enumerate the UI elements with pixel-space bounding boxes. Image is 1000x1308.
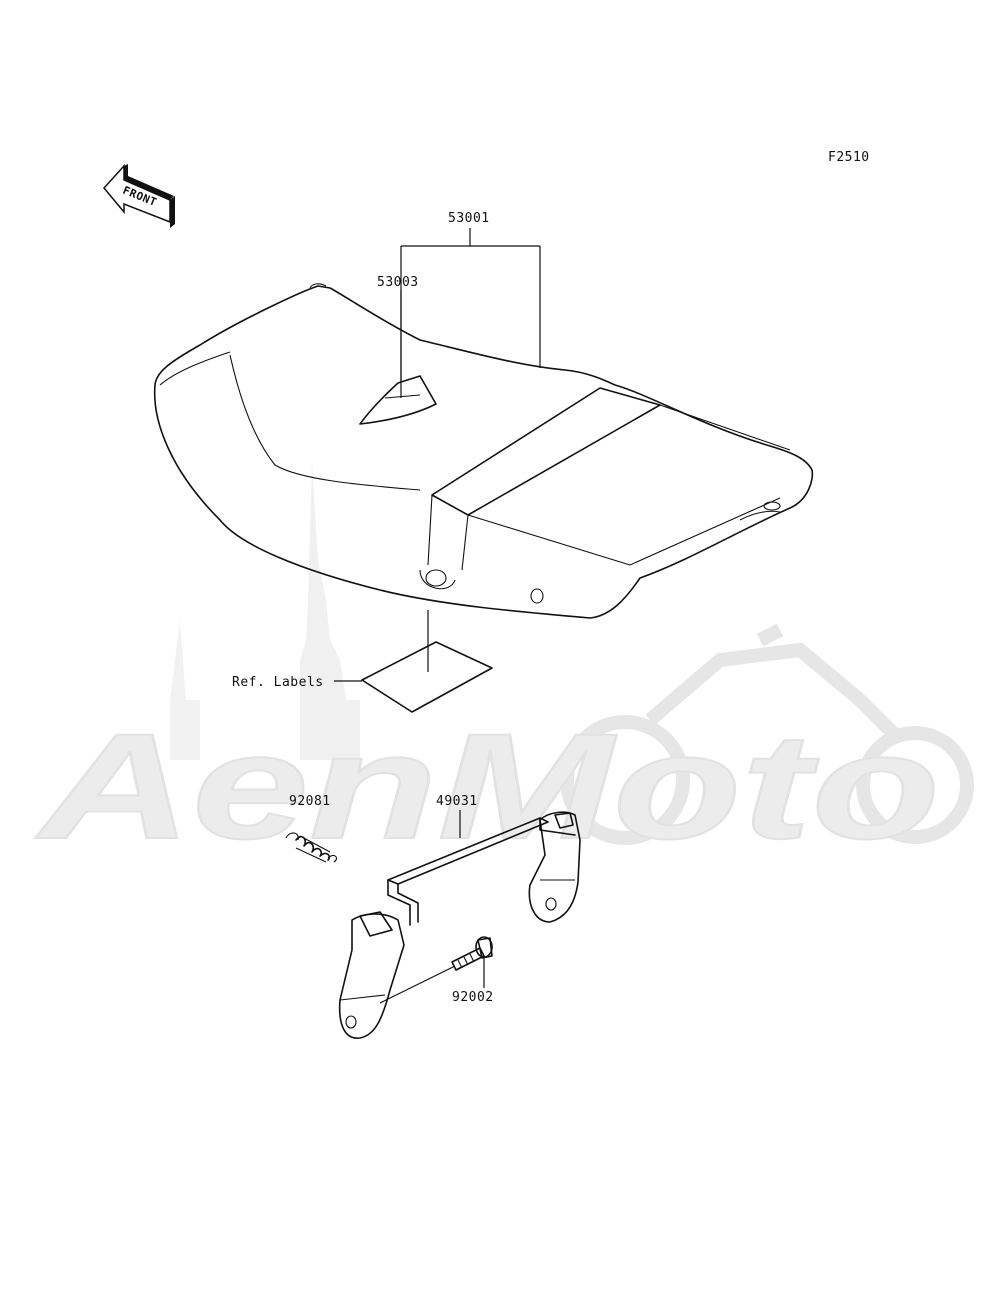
part-label-ref-labels: Ref. Labels [232, 675, 324, 690]
spring-part [285, 832, 337, 863]
part-label-53003: 53003 [377, 275, 419, 290]
bolt-part [379, 936, 493, 1004]
seat-cover-patch [359, 375, 437, 425]
motorcycle-watermark-icon [560, 623, 974, 845]
seat-leaders [400, 228, 541, 398]
seat-assembly [153, 283, 814, 619]
part-label-53001: 53001 [448, 211, 490, 226]
figure-code: F2510 [828, 150, 870, 165]
hook-bracket-part [338, 810, 581, 1039]
part-label-92002: 92002 [452, 990, 494, 1005]
watermark: AenMoto [33, 460, 974, 871]
ref-labels-sheet [334, 610, 493, 713]
front-arrow-icon: FRONT [103, 164, 175, 228]
part-label-49031: 49031 [436, 794, 478, 809]
watermark-text: AenMoto [34, 702, 940, 870]
part-label-92081: 92081 [289, 794, 331, 809]
